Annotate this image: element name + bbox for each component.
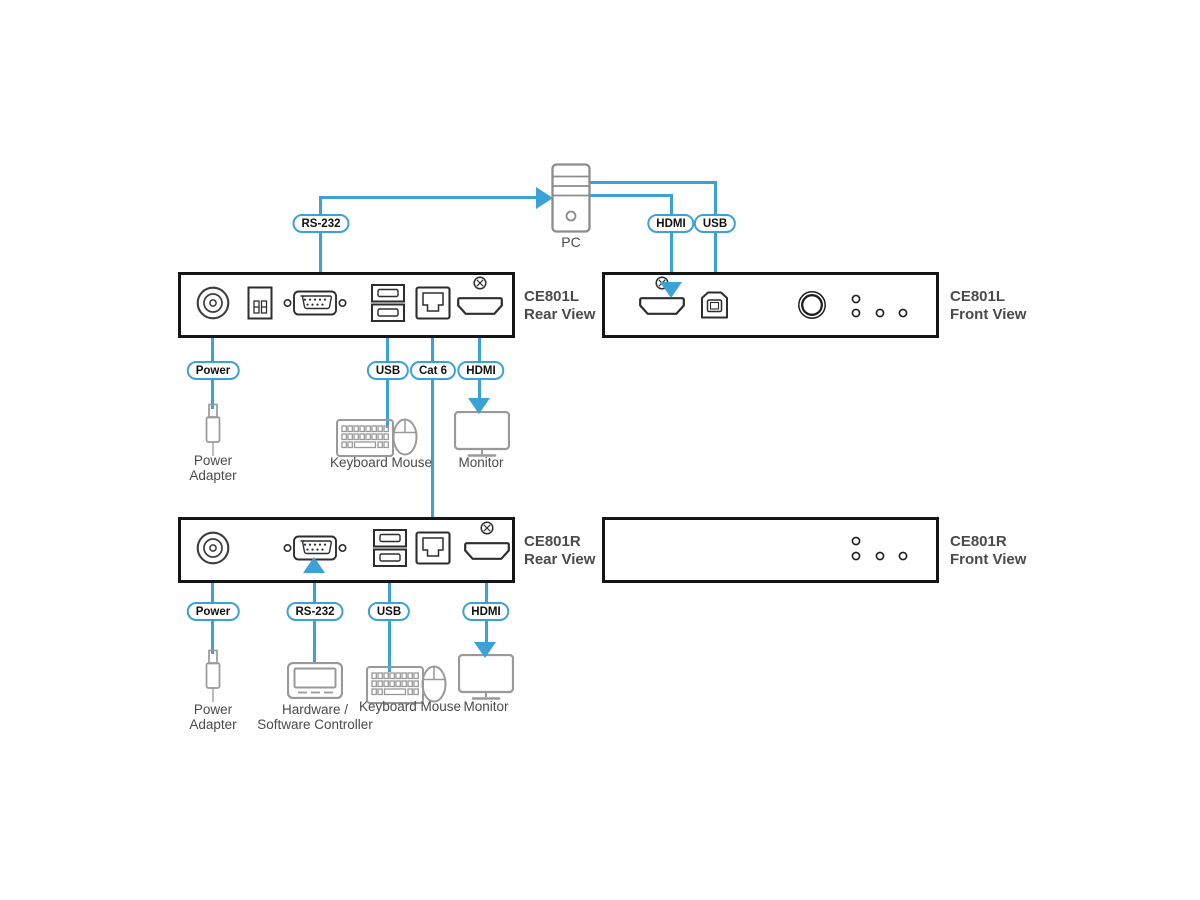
- hdmi-badge: HDMI: [462, 602, 510, 621]
- monitor-icon: [453, 410, 511, 458]
- arrow-rs232-into-rear: [303, 557, 325, 573]
- led-indicator: [851, 551, 861, 561]
- ce801r-rear-label: CE801R Rear View: [524, 533, 596, 568]
- screw-icon: [473, 276, 487, 290]
- local-hdmi-line: [478, 321, 481, 399]
- usb-b-port: [700, 291, 729, 319]
- ce801r-front-panel: [602, 517, 939, 583]
- keyboard-icon: [336, 419, 394, 457]
- ce801l-front-label: CE801L Front View: [950, 288, 1027, 323]
- power-adapter-icon: [203, 403, 223, 457]
- led-indicator: [898, 308, 908, 318]
- led-indicator: [875, 551, 885, 561]
- ce801r-front-label: CE801R Front View: [950, 533, 1027, 568]
- cat6-link-line: [431, 321, 434, 533]
- pc-label: PC: [561, 234, 581, 250]
- hdmi-port: [639, 297, 685, 315]
- cat6-badge: Cat 6: [409, 361, 457, 380]
- power-jack-port: [195, 530, 231, 566]
- pushbutton: [797, 290, 827, 320]
- usb-badge: USB: [367, 602, 411, 621]
- monitor-icon: [457, 653, 515, 701]
- led-indicator: [851, 536, 861, 546]
- arrow-into-pc: [536, 187, 553, 209]
- arrow-into-monitor-bottom: [474, 642, 496, 658]
- keyboard-mouse-label: Keyboard Mouse: [358, 699, 462, 714]
- arrow-into-monitor-top: [468, 398, 490, 414]
- monitor-label: Monitor: [463, 699, 509, 714]
- rs232-line-vertical-top: [319, 197, 322, 299]
- hdmi-badge: HDMI: [457, 361, 505, 380]
- mouse-icon: [392, 418, 418, 456]
- pc-usb-line-vertical: [714, 181, 717, 293]
- pc-usb-line-horizontal: [590, 181, 717, 184]
- rs232-line-horizontal-top: [319, 196, 536, 199]
- power-adapter-label: Power Adapter: [189, 453, 237, 483]
- rj45-cat6-port: [415, 531, 451, 565]
- usb-badge: USB: [366, 361, 410, 380]
- power-jack-port: [195, 285, 231, 321]
- power-adapter-icon: [203, 649, 223, 703]
- usb-a-ports: [373, 529, 407, 567]
- controller-icon: [286, 661, 344, 700]
- ce801r-rear-panel: [178, 517, 515, 583]
- rs232-badge: RS-232: [292, 214, 350, 233]
- rs232-serial-port: [283, 535, 347, 561]
- ce801l-front-panel: [602, 272, 939, 338]
- arrow-hdmi-into-front: [660, 282, 682, 298]
- power-badge: Power: [186, 602, 240, 621]
- usb-badge: USB: [693, 214, 737, 233]
- usb-a-ports: [371, 284, 405, 322]
- hdmi-port: [464, 542, 510, 560]
- led-indicator: [898, 551, 908, 561]
- led-indicator: [851, 308, 861, 318]
- pc-hdmi-line-horizontal: [590, 194, 673, 197]
- power-badge: Power: [186, 361, 240, 380]
- rs232-badge: RS-232: [286, 602, 344, 621]
- power-adapter-label: Power Adapter: [189, 702, 237, 732]
- ce801l-rear-label: CE801L Rear View: [524, 288, 596, 323]
- hdmi-port: [457, 297, 503, 315]
- hdmi-badge: HDMI: [647, 214, 695, 233]
- pc-hdmi-line-vertical: [670, 194, 673, 283]
- screw-icon: [480, 521, 494, 535]
- pc-tower-icon: [551, 163, 591, 233]
- monitor-label: Monitor: [458, 455, 504, 470]
- led-indicator: [875, 308, 885, 318]
- mouse-icon: [421, 665, 447, 703]
- dip-switch: [247, 286, 273, 320]
- rs232-serial-port: [283, 290, 347, 316]
- controller-label: Hardware / Software Controller: [257, 702, 373, 732]
- rj45-cat6-port: [415, 286, 451, 320]
- keyboard-mouse-label: Keyboard Mouse: [329, 455, 433, 470]
- led-indicator: [851, 294, 861, 304]
